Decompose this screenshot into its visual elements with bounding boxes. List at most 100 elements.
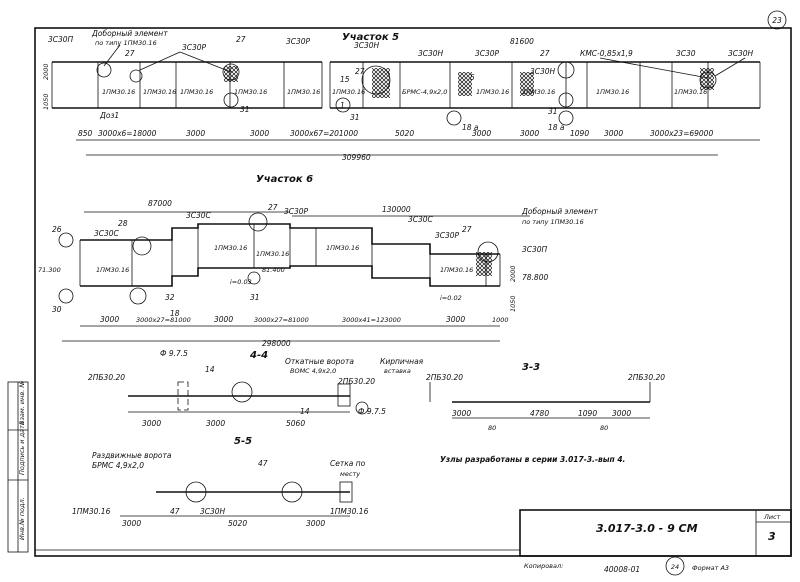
s6-lbl-30: 30 — [52, 305, 62, 314]
s5-dim-3: 3000 — [250, 129, 269, 138]
s6-dim-1: 3000х27=81000 — [136, 316, 191, 324]
s6-panel-b: 1ПМ30.16 — [214, 244, 247, 252]
s6-lbl-27a: 27 — [268, 203, 278, 212]
s5-lbl-1050: 1050 — [42, 93, 50, 110]
s5-total: 309960 — [342, 153, 371, 162]
s5-label-27a: 27 — [236, 35, 246, 44]
s6-3s30c-b: 3С30С — [94, 229, 120, 238]
s5-label-3s30: 3С30 — [676, 49, 696, 58]
s5-callout — [699, 71, 717, 89]
s6-lbl-31: 31 — [250, 293, 260, 302]
s6-callout — [247, 271, 261, 285]
s6-dim-0: 3000 — [100, 315, 119, 324]
s5-callout — [558, 110, 574, 126]
s5-panel-j: 1ПМ30.16 — [674, 88, 707, 96]
s5-leader — [714, 57, 746, 77]
s5-label-3s30n-a: 3С30Н — [354, 41, 380, 50]
sec44-dim-1: 3000 — [206, 419, 225, 428]
s5-extra-element: Доборный элемент — [91, 29, 168, 38]
sec33-lbl-80b: 80 — [600, 424, 608, 432]
sec55-callout — [185, 481, 207, 503]
s6-panel-a: 1ПМ30.16 — [96, 266, 129, 274]
sec33-dim-2: 1090 — [578, 409, 597, 418]
sec55-3s30n: 3С30Н — [200, 507, 226, 516]
s5-panel-d: 1ПМ30.16 — [234, 88, 267, 96]
s6-extra-element-sub: по типу 1ПМ30.16 — [522, 218, 584, 226]
section-6-title: Участок 6 — [256, 174, 313, 185]
s6-callout — [129, 287, 147, 305]
s6-lbl-18: 18 — [170, 309, 180, 318]
s5-panel-b: 1ПМ30.16 — [143, 88, 176, 96]
sec44-gates-sub: ВОМС 4,9х2,0 — [290, 367, 336, 375]
copied-label: Копировал: — [524, 562, 563, 570]
sec55-gates: Раздвижные ворота — [92, 451, 172, 460]
s6-dim-4: 3000х41=123000 — [342, 316, 401, 324]
s6-callout — [58, 232, 74, 248]
sheet-frame — [34, 27, 792, 557]
s6-lbl-2000: 2000 — [509, 265, 517, 282]
s6-dim-2: 3000 — [214, 315, 233, 324]
s6-lbl-26: 26 — [52, 225, 62, 234]
s5-panel-g: 1ПМ30.16 — [476, 88, 509, 96]
s5-dim-7: 3000 — [520, 129, 539, 138]
s5-label-3s30p: 3С30П — [48, 35, 74, 44]
s5-label-3s30r-c: 3С30Р — [475, 49, 500, 58]
s6-level-b: 78.800 — [522, 273, 548, 282]
s5-callout — [361, 65, 391, 95]
s6-panel-d: 1ПМ30.16 — [326, 244, 359, 252]
sec44-title: 4-4 — [249, 350, 268, 361]
s5-panel-h: 1ПМ30.16 — [522, 88, 555, 96]
s5-kms: КМС-0,85х1,9 — [580, 49, 633, 58]
s5-lbl-31c: 31 — [548, 107, 558, 116]
s5-panel-a: 1ПМ30.16 — [102, 88, 135, 96]
section-5-5: 5-5 Раздвижные ворота БРМС 4,9х2,0 Сетка… — [72, 436, 369, 528]
sec44-brick-insert — [337, 383, 351, 407]
s6-callout — [477, 241, 499, 263]
s6-slope-b: i=0.02 — [440, 294, 462, 302]
s5-panel-e: 1ПМ30.16 — [287, 88, 320, 96]
s5-lbl-doz: Доз1 — [99, 111, 119, 120]
footer-number: 40008-01 — [604, 565, 640, 574]
s5-callout — [558, 92, 574, 108]
sec33-dim-3: 3000 — [612, 409, 631, 418]
s5-leader — [599, 57, 709, 79]
drawing-code: 3.017-3.0 - 9 СМ — [596, 522, 698, 535]
sec44-callout — [355, 401, 369, 415]
sec55-mesh: Сетка по — [330, 459, 366, 468]
s5-label-27d: 27 — [355, 67, 365, 76]
sec55-panel-a: 1ПМ30.16 — [72, 507, 111, 516]
section-3-3: 3-3 2ПБ30.20 2ПБ30.20 3000 4780 1090 300… — [426, 362, 665, 432]
section-5-title: Участок 5 — [342, 32, 399, 43]
s5-dim-81600: 81600 — [510, 37, 534, 46]
s6-callout — [58, 288, 74, 304]
sec33-dim-0: 3000 — [452, 409, 471, 418]
s5-label-27c: 27 — [540, 49, 550, 58]
sec44-callout — [231, 381, 253, 403]
sec33-dim-1: 4780 — [530, 409, 549, 418]
s5-label-3s30n-c: 3С30Н — [728, 49, 754, 58]
sheet-number-circle — [767, 10, 787, 30]
sec55-gates-sub: БРМС 4,9х2,0 — [92, 461, 144, 470]
s5-dim-8: 1090 — [570, 129, 589, 138]
sec44-pipe-b: Ф 9.7.5 — [358, 407, 386, 416]
s5-label-27b: 27 — [125, 49, 135, 58]
s6-level-c: 71.300 — [38, 266, 61, 274]
s5-lbl-31a: 31 — [240, 105, 250, 114]
sec44-gates: Откатные ворота — [285, 357, 354, 366]
s5-panel-c: 1ПМ30.16 — [180, 88, 213, 96]
sec44-post-a: 2ПБ30.20 — [88, 373, 125, 382]
s5-dim-5: 5020 — [395, 129, 414, 138]
sec44-brick: Кирпичная — [380, 357, 424, 366]
sec44-lbl-14a: 14 — [205, 365, 215, 374]
s6-callout — [132, 236, 152, 256]
sec55-mesh-sub: месту — [340, 470, 360, 478]
sec55-dim-2: 3000 — [306, 519, 325, 528]
s5-extra-element-sub: по типу 1ПМ30.16 — [95, 39, 157, 47]
sec33-lbl-80a: 80 — [488, 424, 496, 432]
s5-brmc: БРМС-4,9х2,0 — [402, 88, 447, 96]
s5-lbl-18a: 18 а — [462, 123, 479, 132]
sec33-post-b: 2ПБ30.20 — [628, 373, 665, 382]
s5-mesh-e — [224, 66, 238, 82]
